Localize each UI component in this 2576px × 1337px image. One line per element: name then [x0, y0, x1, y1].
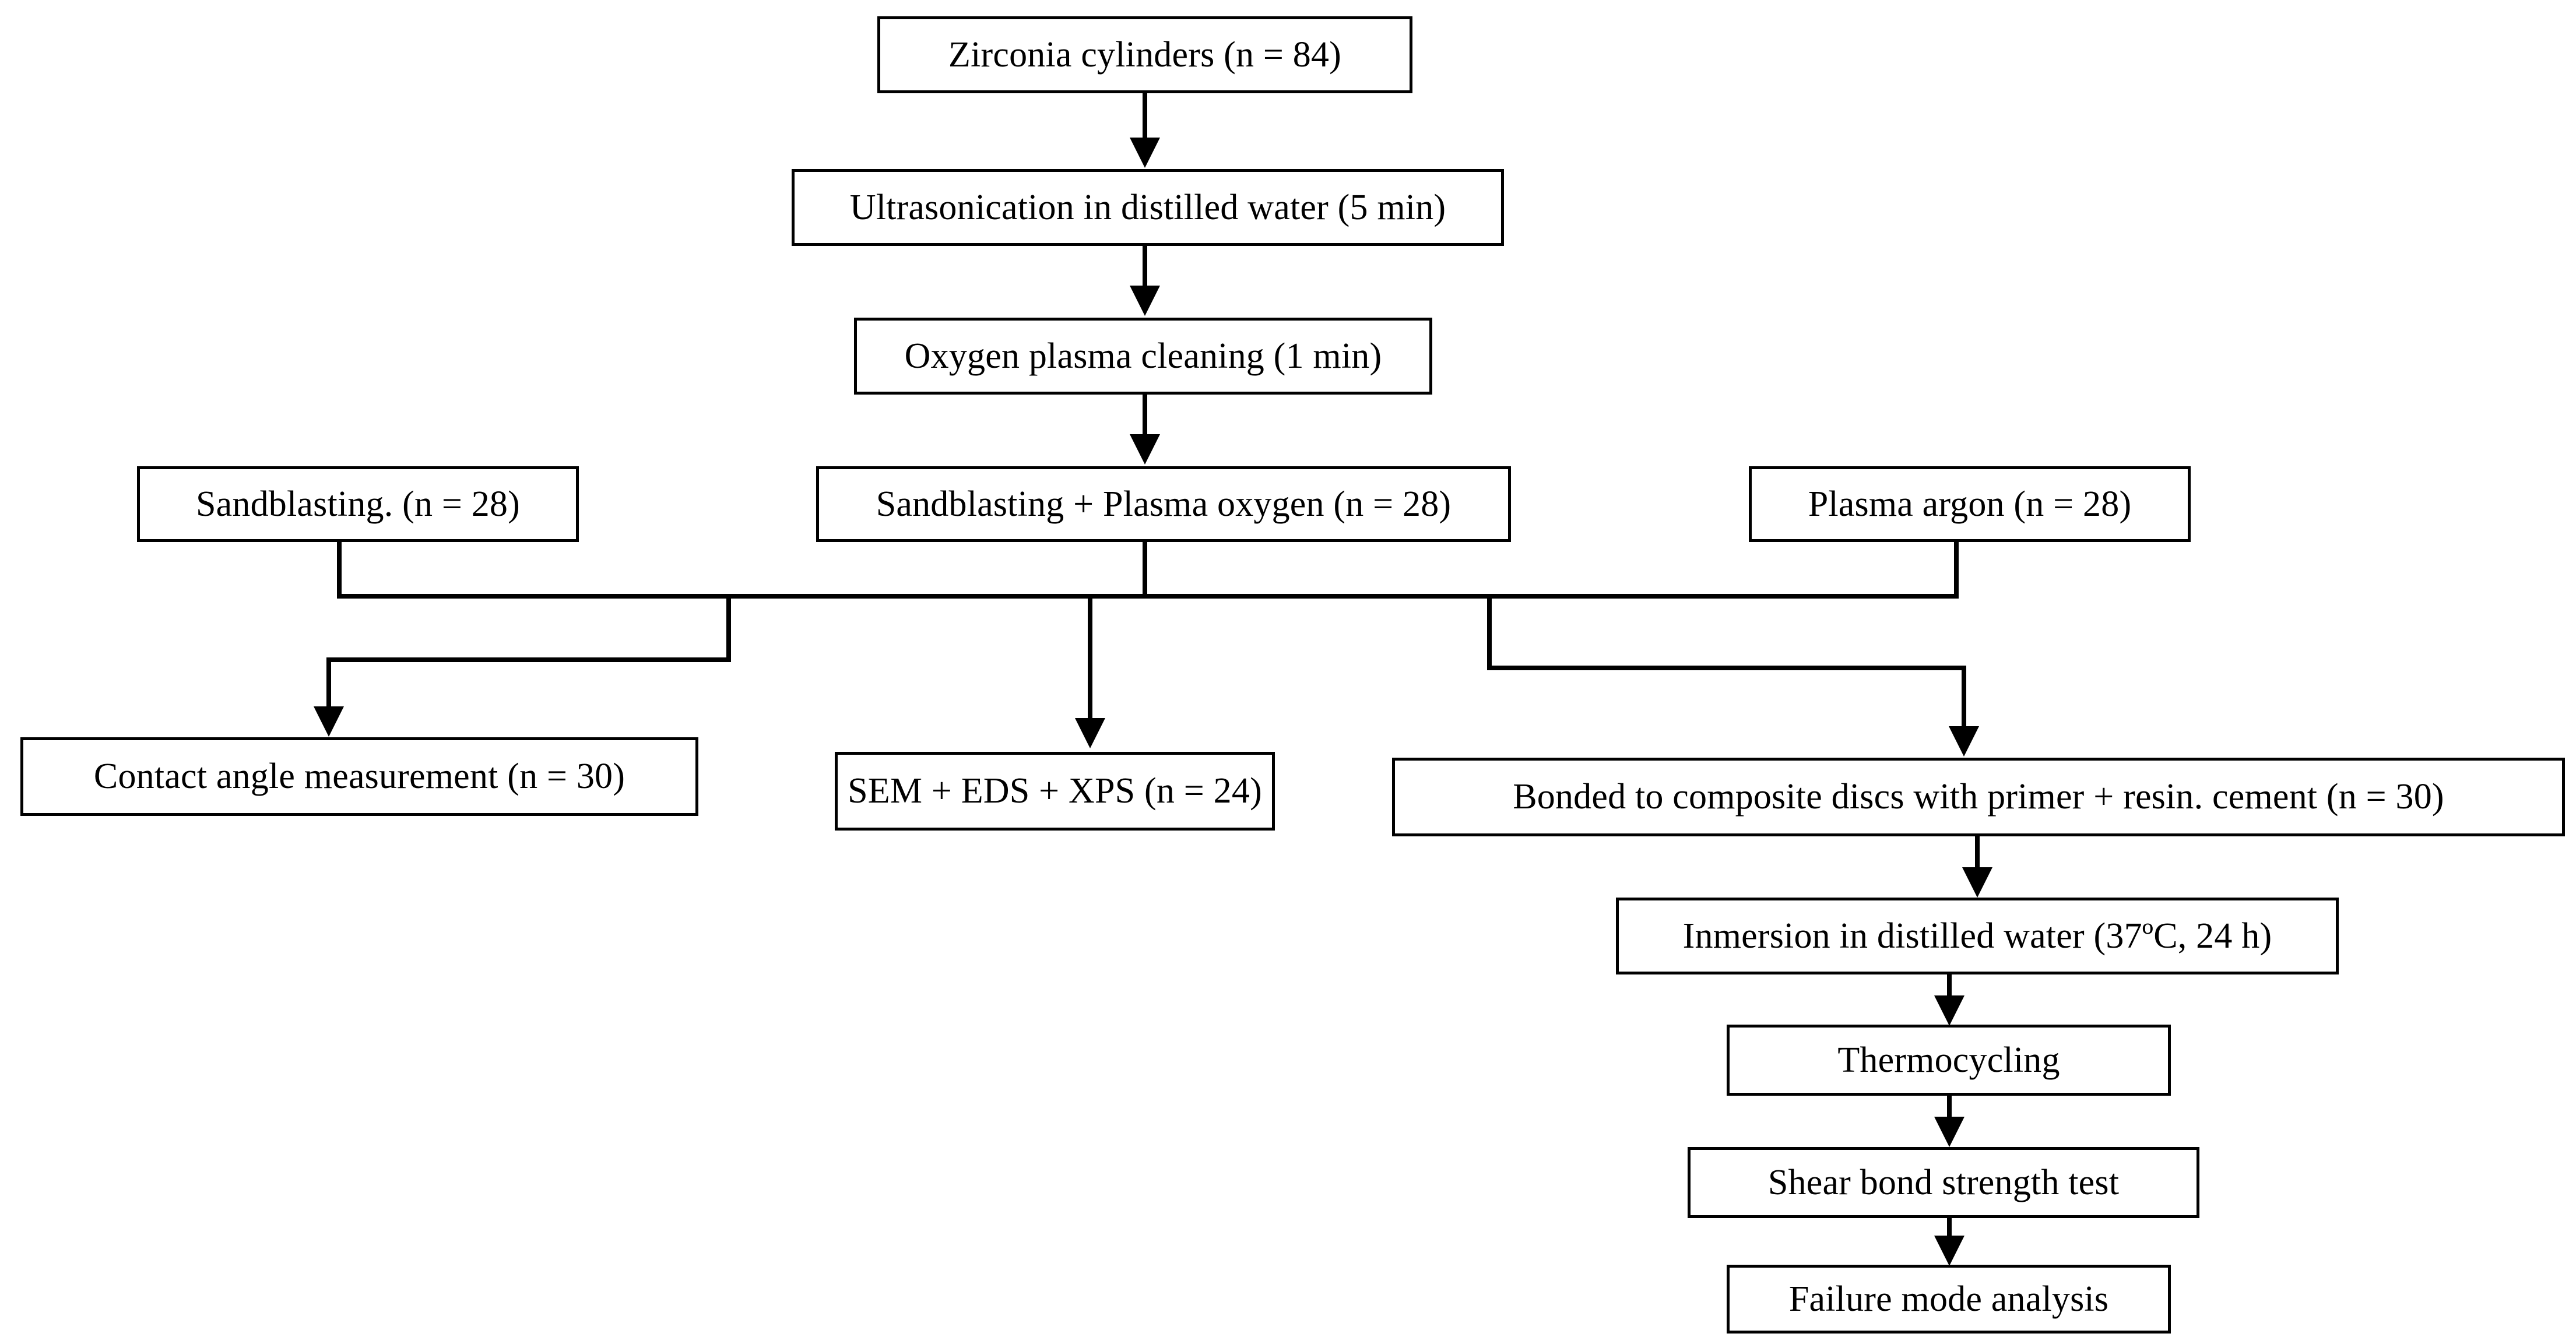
connector-sandblasting-drop: [337, 542, 342, 599]
connector-bonded-to-inmersion: [1975, 836, 1980, 868]
connector-inmersion-to-thermocycling: [1947, 974, 1952, 998]
node-label: Sandblasting + Plasma oxygen (n = 28): [876, 484, 1452, 524]
node-label: Bonded to composite discs with primer + …: [1513, 777, 2444, 817]
node-ultrasonication[interactable]: Ultrasonication in distilled water (5 mi…: [792, 169, 1504, 246]
node-contact-angle-measurement[interactable]: Contact angle measurement (n = 30): [20, 737, 698, 816]
node-label: Sandblasting. (n = 28): [196, 484, 520, 524]
arrowhead-zirconia-to-ultrasonication: [1130, 138, 1160, 168]
node-label: Shear bond strength test: [1767, 1162, 2120, 1202]
connector-plasma-argon-drop: [1954, 542, 1959, 599]
connector-oxygen-plasma-to-sandblasting-plasma-oxygen: [1143, 395, 1147, 435]
arrowhead-shear-bond-to-failure-mode: [1934, 1236, 1964, 1266]
arrowhead-to-bonded-composite: [1949, 726, 1979, 757]
node-plasma-argon[interactable]: Plasma argon (n = 28): [1749, 466, 2191, 542]
node-label: Contact angle measurement (n = 30): [93, 757, 625, 797]
connector-shear-bond-to-failure-mode: [1947, 1218, 1952, 1238]
node-sandblasting[interactable]: Sandblasting. (n = 28): [137, 466, 579, 542]
node-thermocycling[interactable]: Thermocycling: [1727, 1025, 2171, 1096]
connector-left-branch-run: [326, 657, 731, 662]
connector-sandblasting-plasma-oxygen-drop: [1143, 542, 1147, 599]
node-zirconia-cylinders[interactable]: Zirconia cylinders (n = 84): [877, 16, 1412, 93]
connector-thermocycling-to-shear-bond: [1947, 1096, 1952, 1118]
arrowhead-ultrasonication-to-oxygen-plasma: [1130, 286, 1160, 316]
connector-right-branch-down-to-bonded: [1962, 666, 1966, 729]
node-inmersion[interactable]: Inmersion in distilled water (37ºC, 24 h…: [1616, 898, 2339, 974]
connector-zirconia-to-ultrasonication: [1143, 93, 1147, 139]
arrowhead-inmersion-to-thermocycling: [1934, 995, 1964, 1026]
node-label: Plasma argon (n = 28): [1808, 484, 2132, 524]
node-label: Zirconia cylinders (n = 84): [948, 34, 1341, 75]
node-oxygen-plasma-cleaning[interactable]: Oxygen plasma cleaning (1 min): [854, 318, 1432, 395]
connector-left-branch-down-to-contact-angle: [326, 657, 331, 709]
node-sem-eds-xps[interactable]: SEM + EDS + XPS (n = 24): [835, 752, 1275, 831]
arrowhead-bonded-to-inmersion: [1962, 867, 1992, 898]
connector-middle-branch-drop: [1088, 598, 1092, 720]
node-label: Inmersion in distilled water (37ºC, 24 h…: [1682, 916, 2272, 956]
node-failure-mode-analysis[interactable]: Failure mode analysis: [1727, 1265, 2171, 1334]
node-label: Thermocycling: [1837, 1040, 2060, 1080]
node-sandblasting-plasma-oxygen[interactable]: Sandblasting + Plasma oxygen (n = 28): [816, 466, 1511, 542]
connector-right-branch-run: [1487, 666, 1966, 670]
node-label: Failure mode analysis: [1788, 1279, 2109, 1319]
distribution-bus: [337, 594, 1959, 599]
arrowhead-thermocycling-to-shear-bond: [1934, 1117, 1964, 1147]
node-label: SEM + EDS + XPS (n = 24): [848, 771, 1262, 811]
arrowhead-oxygen-plasma-to-sandblasting-plasma-oxygen: [1130, 434, 1160, 465]
node-bonded-composite[interactable]: Bonded to composite discs with primer + …: [1392, 758, 2565, 836]
arrowhead-to-sem-eds-xps: [1075, 718, 1105, 748]
connector-ultrasonication-to-oxygen-plasma: [1143, 246, 1147, 287]
connector-left-branch-drop: [726, 594, 731, 662]
node-shear-bond-strength-test[interactable]: Shear bond strength test: [1688, 1147, 2199, 1218]
connector-right-branch-drop: [1487, 598, 1492, 670]
node-label: Ultrasonication in distilled water (5 mi…: [849, 187, 1446, 227]
node-label: Oxygen plasma cleaning (1 min): [904, 336, 1382, 376]
arrowhead-to-contact-angle: [314, 706, 344, 737]
